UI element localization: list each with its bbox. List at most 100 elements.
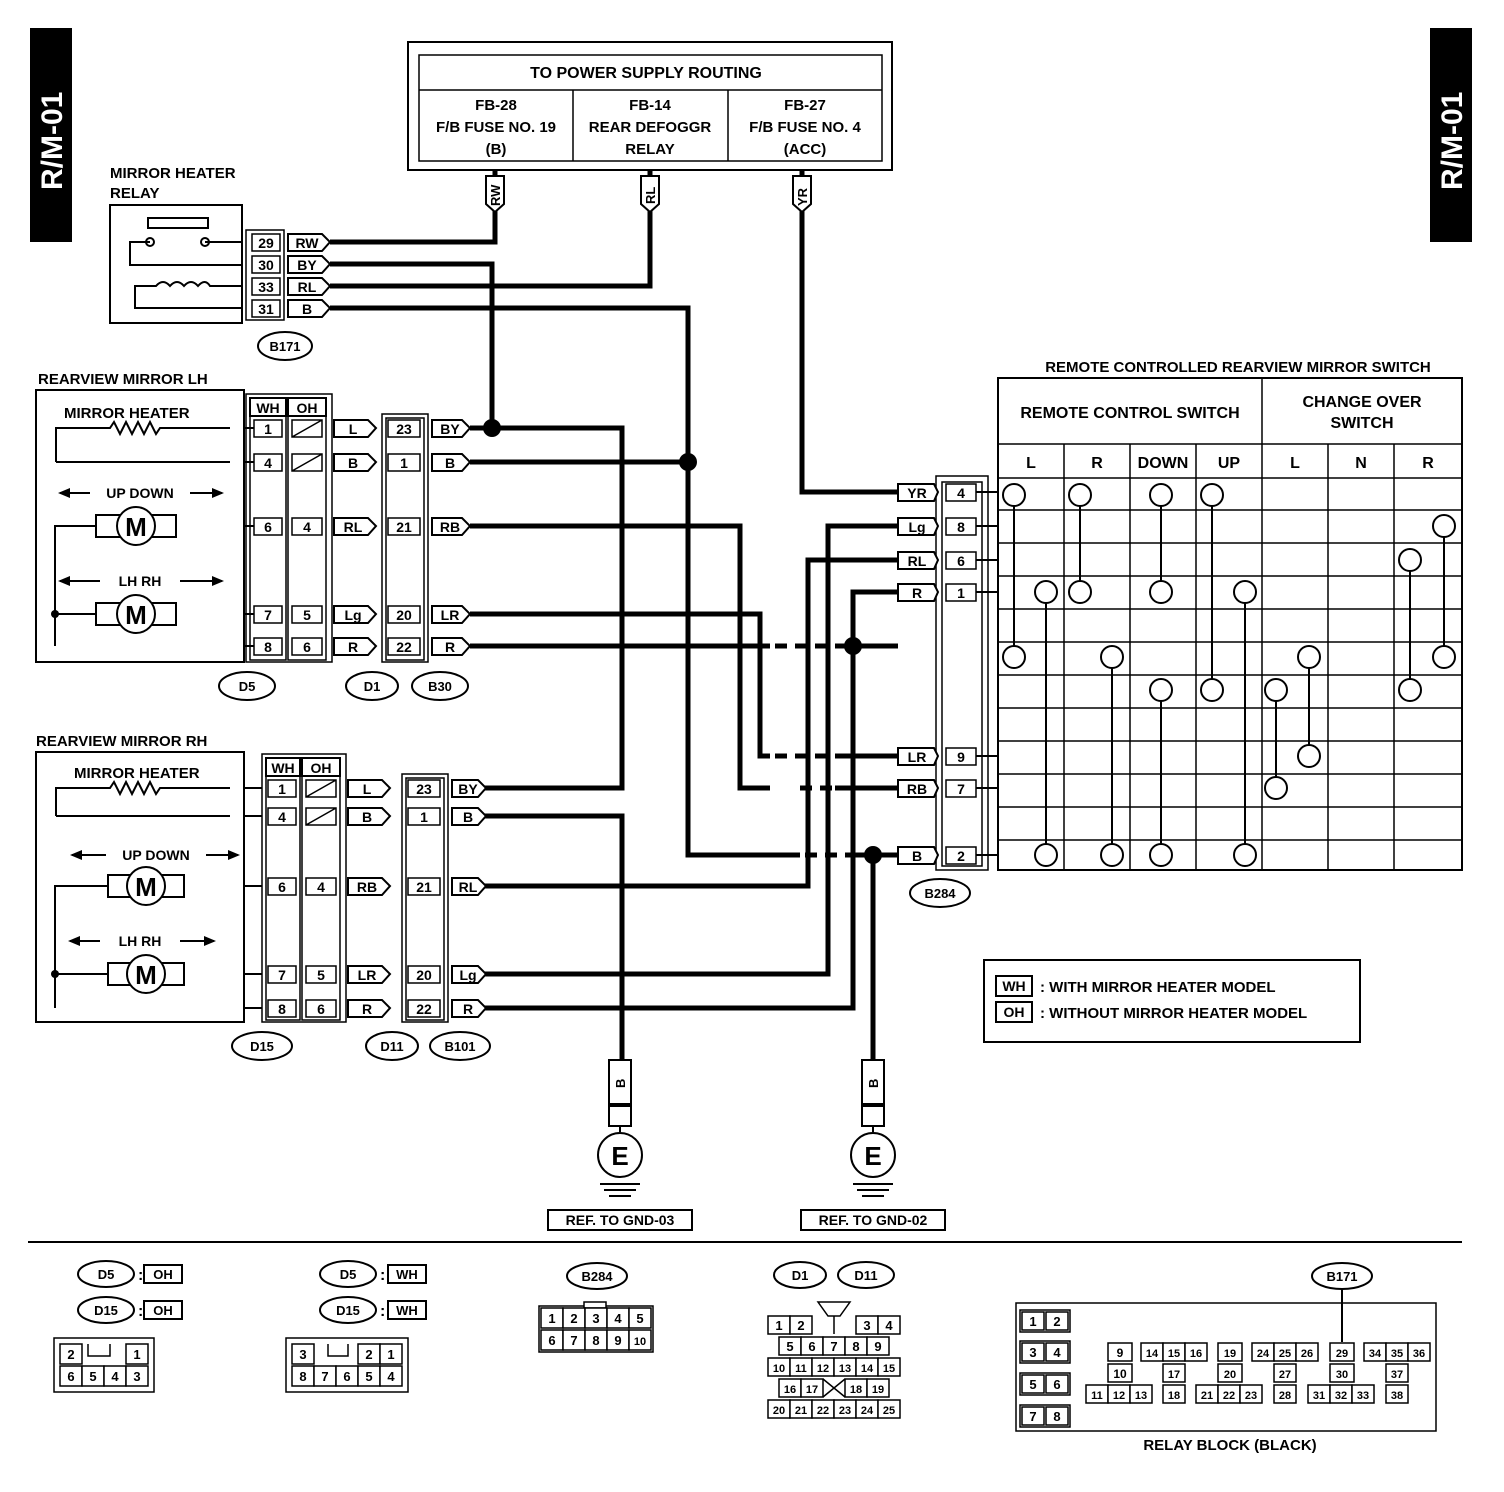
mirror-rh-updown: UP DOWN bbox=[122, 847, 189, 863]
pin: 22 bbox=[1223, 1390, 1235, 1402]
relay-pin-29 bbox=[251, 233, 281, 252]
conn-oh-bottom: D15 bbox=[94, 1303, 118, 1318]
connector-view-wh: D5 : WH D15 : WH 3 2 1 8 7 6 5 4 bbox=[285, 1260, 427, 1393]
pin: 19 bbox=[872, 1384, 884, 1396]
pin: 6 bbox=[343, 1369, 350, 1384]
switch-contact bbox=[1297, 645, 1321, 669]
lh-out-wire: R bbox=[445, 639, 455, 655]
switch-col-r: R bbox=[1091, 455, 1103, 472]
pin: 24 bbox=[1257, 1348, 1270, 1360]
pin: 7 bbox=[321, 1369, 328, 1384]
rh-out-wire: RL bbox=[459, 879, 478, 895]
ps-wire-rw: RW bbox=[488, 184, 503, 206]
sw-pin: 6 bbox=[957, 553, 965, 569]
pin: 3 bbox=[592, 1311, 599, 1326]
conn-oh-tag2: OH bbox=[153, 1303, 173, 1318]
legend-oh-text: : WITHOUT MIRROR HEATER MODEL bbox=[1040, 1005, 1307, 1022]
sw-wire: YR bbox=[907, 485, 926, 501]
lh-mid-wire: L bbox=[349, 421, 358, 437]
pin: 27 bbox=[1279, 1369, 1291, 1381]
pin: 28 bbox=[1279, 1390, 1291, 1402]
connector-d1-badge: D1 bbox=[364, 679, 381, 694]
ground-gnd-02: B E REF. TO GND-02 bbox=[800, 1059, 946, 1231]
pin: 4 bbox=[387, 1369, 395, 1384]
switch-col-up: UP bbox=[1218, 455, 1241, 472]
switch-contact bbox=[1233, 580, 1257, 604]
rh-wh-pin: 1 bbox=[278, 781, 286, 797]
pin: 3 bbox=[1029, 1345, 1036, 1360]
conn-d11-label: D11 bbox=[854, 1268, 877, 1283]
pin: 7 bbox=[570, 1333, 577, 1348]
pin: 8 bbox=[299, 1369, 306, 1384]
switch-col-co-n: N bbox=[1355, 455, 1367, 472]
lh-out-wire: B bbox=[445, 455, 455, 471]
junction-dots bbox=[483, 419, 882, 864]
mirror-rh-oh: OH bbox=[311, 760, 332, 776]
mirror-rh-heater-label: MIRROR HEATER bbox=[74, 765, 200, 782]
sw-wire: RB bbox=[907, 781, 927, 797]
relay-title-1: MIRROR HEATER bbox=[110, 165, 236, 182]
rh-mid-wire: L bbox=[363, 781, 372, 797]
motor-icon bbox=[126, 954, 166, 994]
lh-out-wire: RB bbox=[440, 519, 460, 535]
rh-wh-pin: 8 bbox=[278, 1001, 286, 1017]
switch-col-co-r: R bbox=[1422, 455, 1434, 472]
lh-d-pin: 22 bbox=[396, 639, 412, 655]
conn-wh-bottom: D15 bbox=[336, 1303, 360, 1318]
lh-d-pin: 21 bbox=[396, 519, 412, 535]
pin: 10 bbox=[634, 1336, 646, 1348]
rh-out-wire: Lg bbox=[459, 967, 476, 983]
switch-contact bbox=[1068, 483, 1092, 507]
switch-contact bbox=[1149, 678, 1173, 702]
mirror-rh-motor1: M bbox=[135, 872, 157, 902]
relay-wire-b: B bbox=[302, 301, 312, 317]
rh-d-pin: 1 bbox=[420, 809, 428, 825]
rh-mid-wire: R bbox=[362, 1001, 372, 1017]
pin: 23 bbox=[839, 1405, 851, 1417]
ground-gnd-03: B E REF. TO GND-03 bbox=[547, 1059, 693, 1231]
pin: 5 bbox=[786, 1339, 793, 1354]
remote-switch-table: REMOTE CONTROLLED REARVIEW MIRROR SWITCH… bbox=[997, 359, 1463, 871]
rearview-mirror-lh: REARVIEW MIRROR LH MIRROR HEATER UP DOWN… bbox=[35, 371, 472, 701]
pin: 6 bbox=[548, 1333, 555, 1348]
legend: WH : WITH MIRROR HEATER MODEL OH : WITHO… bbox=[983, 959, 1361, 1043]
lh-out-wire: BY bbox=[440, 421, 460, 437]
switch-change2: SWITCH bbox=[1330, 415, 1393, 432]
pin: 2 bbox=[365, 1347, 372, 1362]
switch-contact bbox=[1100, 843, 1124, 867]
pin: 24 bbox=[861, 1405, 874, 1417]
pin: 6 bbox=[1053, 1377, 1060, 1392]
relay-pin-31-label: 31 bbox=[258, 301, 274, 317]
lh-wh-pin: 4 bbox=[264, 455, 272, 471]
pin: 9 bbox=[1117, 1346, 1124, 1360]
mirror-lh-updown: UP DOWN bbox=[106, 485, 173, 501]
pin: 8 bbox=[1053, 1409, 1060, 1424]
sw-wire: B bbox=[912, 848, 922, 864]
switch-contact bbox=[1432, 514, 1456, 538]
pin: 10 bbox=[1113, 1367, 1127, 1381]
mirror-lh-motor2: M bbox=[125, 600, 147, 630]
pin: 20 bbox=[773, 1405, 785, 1417]
pin: 16 bbox=[784, 1384, 796, 1396]
pin: 1 bbox=[548, 1311, 555, 1326]
pin: 30 bbox=[1336, 1369, 1348, 1381]
pin: 15 bbox=[883, 1363, 895, 1375]
pin: 12 bbox=[1113, 1390, 1125, 1402]
rh-wh-pin: 7 bbox=[278, 967, 286, 983]
pin: 18 bbox=[1168, 1390, 1180, 1402]
rh-wh-pin: 4 bbox=[278, 809, 286, 825]
pin: 22 bbox=[817, 1405, 829, 1417]
relay-pin-29-label: 29 bbox=[258, 235, 274, 251]
pin: 19 bbox=[1224, 1348, 1236, 1360]
connector-d11-badge: D11 bbox=[380, 1039, 403, 1054]
pin: 18 bbox=[850, 1384, 862, 1396]
rh-d-pin: 20 bbox=[416, 967, 432, 983]
ps-col2-l2: REAR DEFOGGR bbox=[589, 119, 712, 136]
pin: 4 bbox=[614, 1311, 622, 1326]
pin: 5 bbox=[365, 1369, 372, 1384]
ground-1-symbol: E bbox=[611, 1141, 628, 1171]
pin: 29 bbox=[1336, 1348, 1348, 1360]
pin: 21 bbox=[795, 1405, 807, 1417]
rh-d-pin: 22 bbox=[416, 1001, 432, 1017]
legend-oh-code: OH bbox=[1004, 1004, 1025, 1020]
